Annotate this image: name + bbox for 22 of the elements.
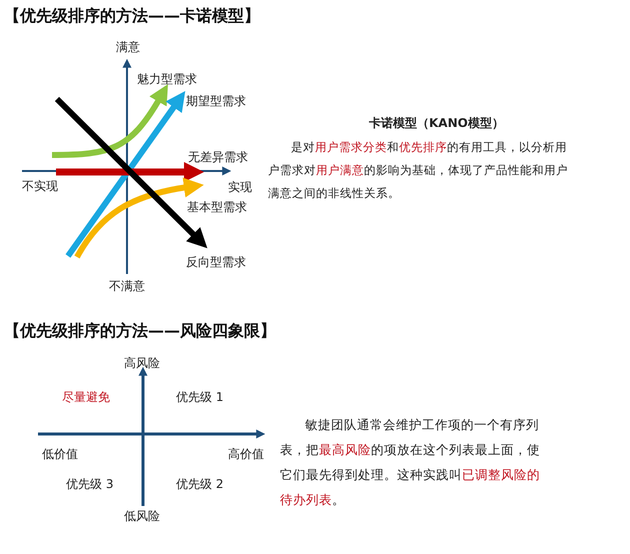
quadrant-label: 优先级 2 [176,477,224,491]
axis-label: 实现 [228,180,252,194]
axis-label: 不满意 [109,279,145,293]
axis-label: 不实现 [22,179,58,193]
curve-label: 期望型需求 [186,94,246,108]
paragraph: 敏捷团队通常会维护工作项的一个有序列表，把最高风险的项放在这个列表最上面，使它们最先得到处理。这种实践叫已调整风险的待办列表。 [280,416,541,509]
quadrant-label: 尽量避免 [62,390,110,404]
curve-label: 反向型需求 [186,255,246,269]
quadrant-label: 优先级 1 [176,390,224,404]
curve-label: 基本型需求 [187,200,247,214]
quadrant-label: 优先级 3 [66,477,114,491]
curve-label: 无差异需求 [188,150,248,164]
heading: 卡诺模型（KANO模型） [369,116,504,130]
section-title: 【优先级排序的方法——风险四象限】 [4,321,276,341]
axis-label: 高价值 [228,447,264,461]
curve-label: 魅力型需求 [137,72,197,86]
axis-label: 低风险 [124,509,160,523]
axis-label: 低价值 [42,447,78,461]
axis-label: 满意 [116,40,140,54]
axis-label: 高风险 [124,356,160,370]
paragraph: 是对用户需求分类和优先排序的有用工具，以分析用户需求对用户满意的影响为基础，体现了产品性能和用户满意之间的非线性关系。 [268,139,569,202]
section-title: 【优先级排序的方法——卡诺模型】 [4,6,260,26]
